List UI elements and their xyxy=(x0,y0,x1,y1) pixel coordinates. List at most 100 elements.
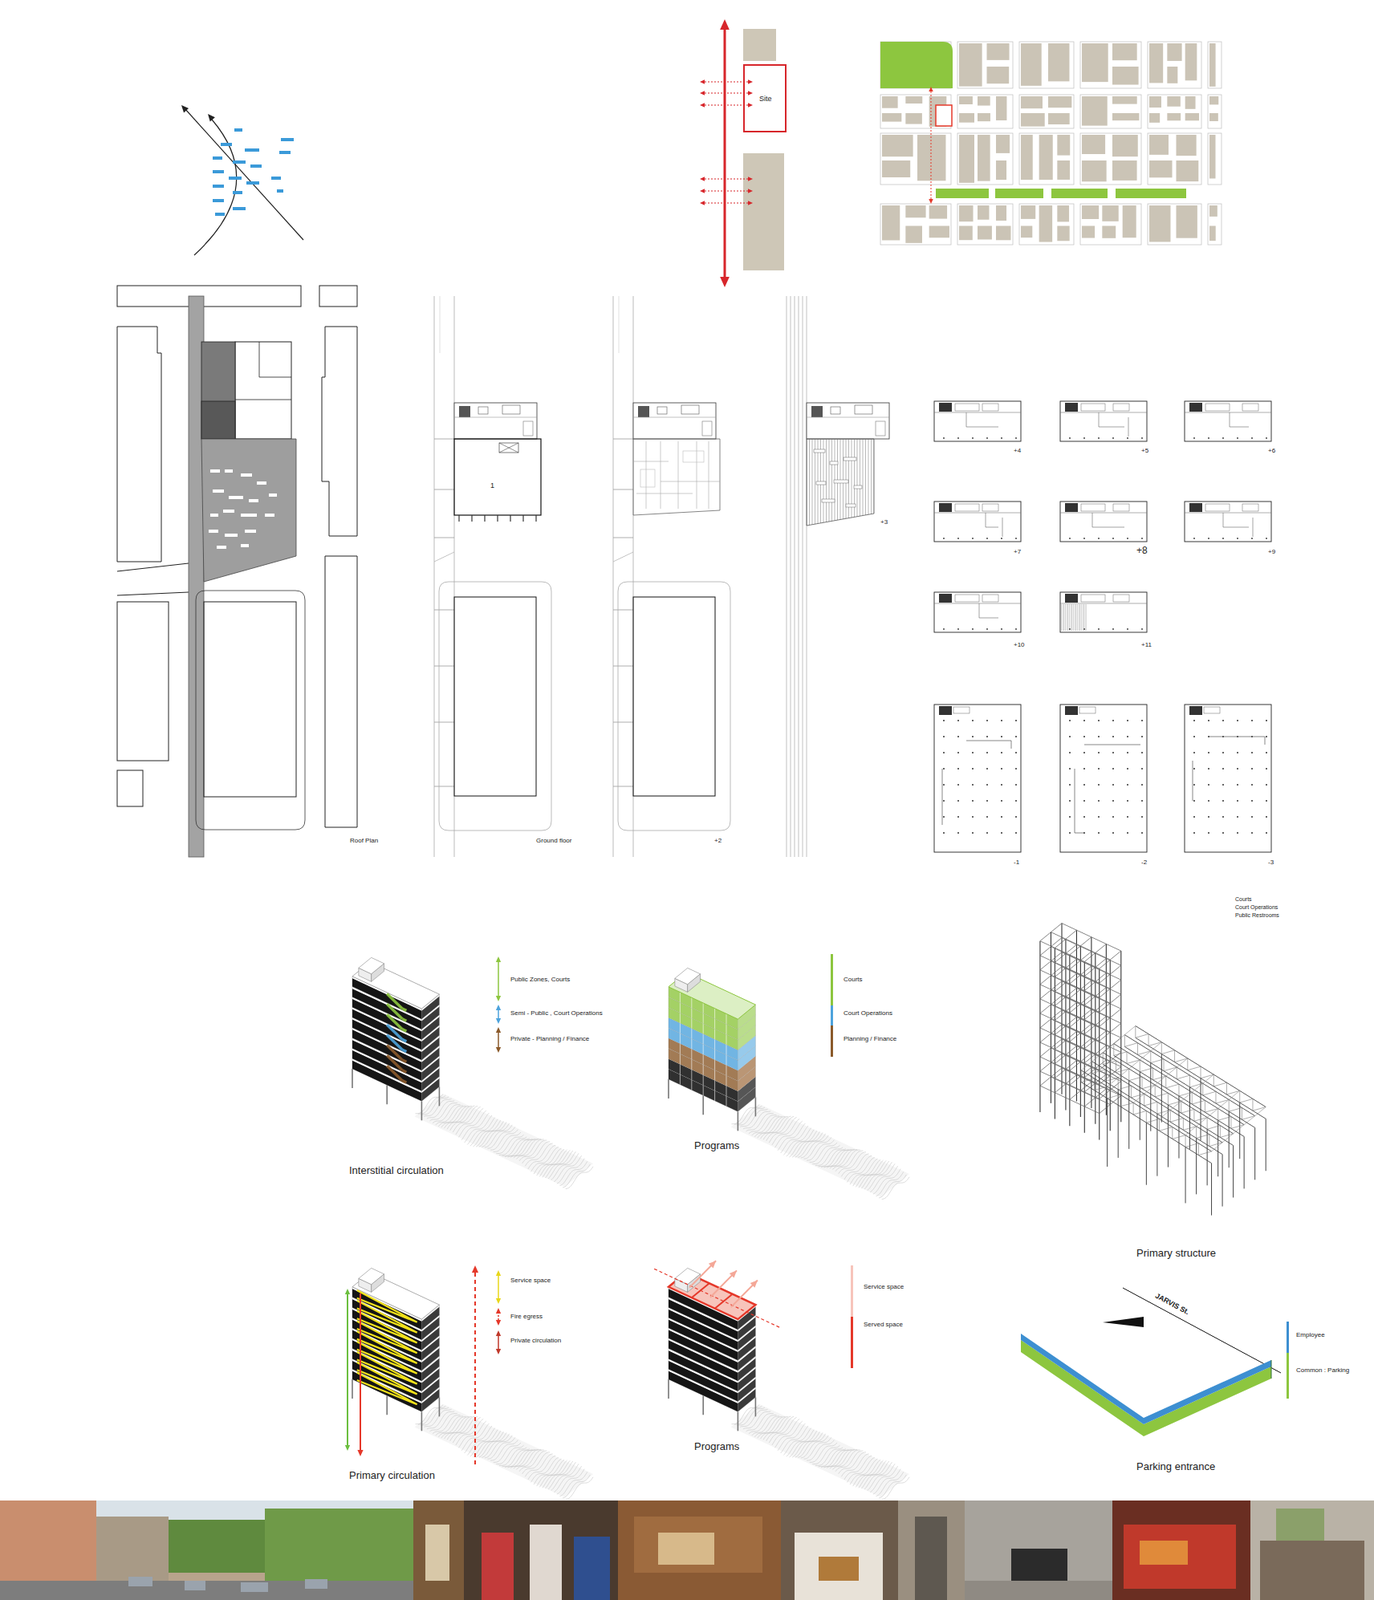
illustration-shape xyxy=(439,1397,441,1417)
illustration-shape xyxy=(1081,226,1095,239)
illustration-shape xyxy=(939,706,952,716)
illustration-shape xyxy=(1056,205,1070,222)
illustration-shape xyxy=(434,439,455,440)
illustration-shape xyxy=(977,113,991,122)
illustration-shape xyxy=(754,1417,782,1438)
illustration-shape xyxy=(562,1475,590,1499)
illustration-shape xyxy=(853,1159,881,1187)
illustration-shape xyxy=(1176,1075,1190,1080)
circulation-label: Fire egress xyxy=(510,1313,543,1322)
illustration-shape xyxy=(1207,768,1210,770)
illustration-shape xyxy=(1020,1333,1272,1425)
illustration-shape xyxy=(1205,504,1230,512)
illustration-shape xyxy=(966,412,968,427)
illustration-shape xyxy=(613,666,634,667)
illustration-shape xyxy=(402,1049,407,1052)
illustration-shape xyxy=(565,1166,594,1190)
illustration-shape xyxy=(1054,959,1077,977)
illustration-shape xyxy=(434,296,435,858)
illustration-shape xyxy=(714,1060,716,1071)
illustration-shape xyxy=(1050,961,1110,989)
note-text: Courts xyxy=(1235,896,1253,903)
illustration-shape xyxy=(1222,816,1224,818)
legend-text: Served space xyxy=(863,1321,903,1330)
illustration-shape xyxy=(256,481,267,485)
illustration-shape xyxy=(1015,719,1017,722)
illustration-shape xyxy=(1069,937,1092,956)
illustration-shape xyxy=(809,1142,838,1163)
illustration-shape xyxy=(1079,707,1096,714)
illustration-shape xyxy=(1054,1002,1077,1021)
illustration-shape xyxy=(1185,43,1198,81)
illustration-shape xyxy=(358,1268,385,1285)
illustration-shape xyxy=(1054,944,1077,963)
illustration-shape xyxy=(934,401,1021,442)
illustration-shape xyxy=(1069,1052,1092,1071)
illustration-shape xyxy=(966,426,999,428)
illustration-shape xyxy=(1176,134,1197,156)
illustration-shape xyxy=(1084,973,1106,992)
illustration-shape xyxy=(679,992,681,1004)
illustration-shape xyxy=(654,1268,781,1329)
illustration-shape xyxy=(633,439,720,516)
illustration-shape xyxy=(977,96,991,106)
illustration-shape xyxy=(971,735,974,738)
illustration-shape xyxy=(880,41,1222,245)
illustration-shape xyxy=(1128,417,1130,437)
illustration-shape xyxy=(640,469,655,488)
illustration-shape xyxy=(726,1024,728,1035)
illustration-shape xyxy=(928,86,933,92)
illustration-shape xyxy=(497,960,500,998)
illustration-shape xyxy=(882,113,902,122)
illustration-shape xyxy=(811,406,823,418)
illustration-shape xyxy=(957,41,1013,89)
illustration-shape xyxy=(452,1417,480,1444)
illustration-shape xyxy=(499,443,519,453)
illustration-shape xyxy=(995,96,1007,121)
illustration-shape xyxy=(1097,735,1100,738)
illustration-shape xyxy=(702,421,712,436)
illustration-shape xyxy=(1222,832,1224,834)
illustration-shape xyxy=(1254,1127,1256,1180)
illustration-shape xyxy=(797,1434,826,1458)
illustration-shape xyxy=(1069,735,1071,738)
illustration-shape xyxy=(979,617,999,619)
illustration-shape xyxy=(831,439,833,530)
illustration-shape xyxy=(1069,784,1071,786)
illustration-shape xyxy=(1265,784,1268,786)
illustration-shape xyxy=(861,1461,889,1489)
illustration-shape xyxy=(203,601,297,797)
illustration-shape xyxy=(1236,437,1239,440)
illustration-shape xyxy=(1154,1085,1156,1098)
illustration-shape xyxy=(1069,951,1092,970)
illustration-shape xyxy=(964,1581,1113,1600)
illustration-shape xyxy=(1074,744,1141,834)
illustration-shape xyxy=(495,1320,501,1326)
illustration-shape xyxy=(1167,1093,1169,1106)
illustration-shape xyxy=(689,1260,716,1288)
illustration-shape xyxy=(1128,1081,1130,1150)
illustration-shape xyxy=(878,1475,907,1499)
illustration-shape xyxy=(450,1416,478,1441)
illustration-shape xyxy=(1040,1071,1100,1099)
illustration-shape xyxy=(1069,816,1071,818)
illustration-shape xyxy=(766,1116,794,1141)
illustration-shape xyxy=(957,628,960,631)
illustration-shape xyxy=(224,469,233,473)
illustration-shape xyxy=(117,770,143,807)
illustration-shape xyxy=(1139,1068,1153,1073)
illustration-shape xyxy=(1209,205,1218,217)
illustration-shape xyxy=(1101,226,1116,239)
illustration-shape xyxy=(1166,1084,1179,1089)
illustration-shape xyxy=(1040,1010,1062,1029)
illustration-shape xyxy=(667,1379,670,1399)
illustration-shape xyxy=(1126,768,1129,770)
illustration-shape xyxy=(358,957,385,974)
illustration-shape xyxy=(529,1524,562,1600)
illustration-shape xyxy=(1265,537,1268,540)
illustration-shape xyxy=(1054,987,1077,1006)
illustration-shape xyxy=(117,326,162,562)
illustration-shape xyxy=(1099,994,1122,1013)
illustration-shape xyxy=(264,1508,414,1582)
illustration-shape xyxy=(934,603,1021,605)
